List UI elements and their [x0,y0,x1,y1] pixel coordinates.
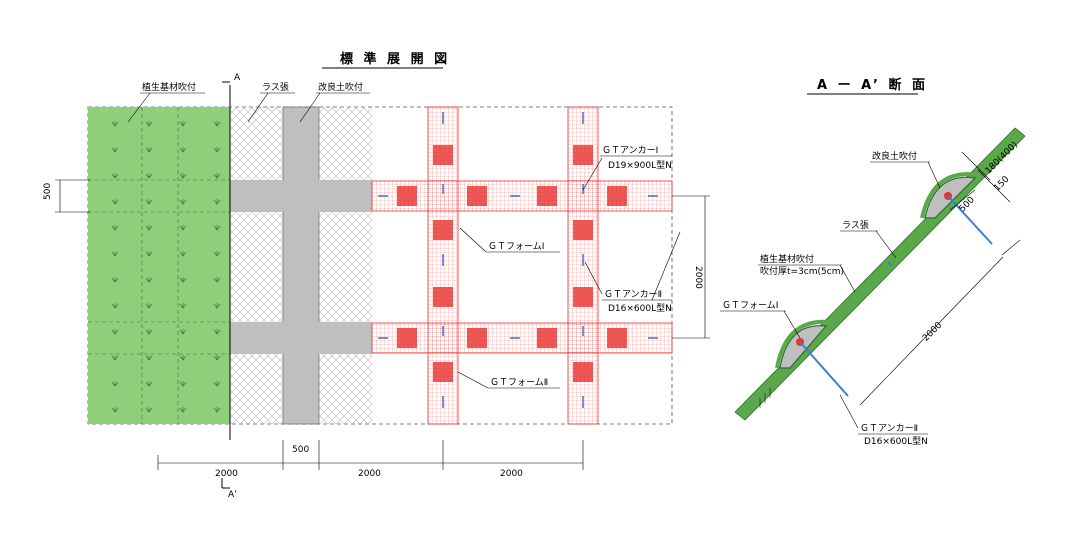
gt-form-lattice [371,106,673,425]
dim-bottom-2: 500 [292,445,309,455]
dim-bottom-1: 2000 [215,469,238,479]
label-form2: ＧＴフォームⅡ [490,377,548,388]
label-anchor1-spec: D19×900L型N [608,160,672,171]
sec-label-lath: ラス張 [842,220,869,231]
sec-label-anchor2-name: ＧＴアンカーⅡ [860,423,918,434]
cut-label-bottom: A’ [228,490,237,500]
sec-dim-150: 150 [992,174,1011,193]
plan-labels: 植生基材吹付 ラス張 改良土吹付 ＧＴアンカーⅠ D19×900L型N ＧＴフォ… [127,81,681,389]
vegetation-zone [88,107,230,424]
sec-label-anchor2-spec: D16×600L型N [864,436,928,447]
label-anchor2-name: ＧＴアンカーⅡ [604,289,662,300]
label-lath: ラス張 [262,82,289,93]
sec-label-veg-thk: 吹付厚t=3cm(5cm) [760,265,844,277]
sec-dim-2000: 2000 [921,320,944,343]
label-anchor2-spec: D16×600L型N [608,303,672,314]
dim-left-500: 500 [43,183,53,200]
label-soil: 改良土吹付 [318,81,363,93]
plan-dimensions [55,179,710,470]
section-view [734,127,1026,421]
sec-label-veg: 植生基材吹付 [760,253,814,265]
dim-bottom-4: 2000 [500,469,523,479]
sec-label-form1: ＧＴフォームⅠ [722,300,778,311]
plan-title: 標 準 展 開 図 [340,51,450,67]
sec-label-soil: 改良土吹付 [872,150,917,162]
label-veg: 植生基材吹付 [142,81,196,93]
soil-zone [230,106,372,425]
label-form1: ＧＴフォームⅠ [488,241,544,252]
section-title: A ー A’ 断 面 [817,77,928,93]
plan-frame [87,106,673,425]
dim-bottom-3: 2000 [358,469,381,479]
cut-label-top: A [234,73,241,83]
section-dimensions [859,151,1021,406]
section-labels: 改良土吹付 ラス張 植生基材吹付 吹付厚t=3cm(5cm) ＧＴフォームⅠ Ｇ… [720,150,941,447]
dim-right-2000: 2000 [693,266,703,289]
label-anchor1-name: ＧＴアンカーⅠ [602,145,658,156]
